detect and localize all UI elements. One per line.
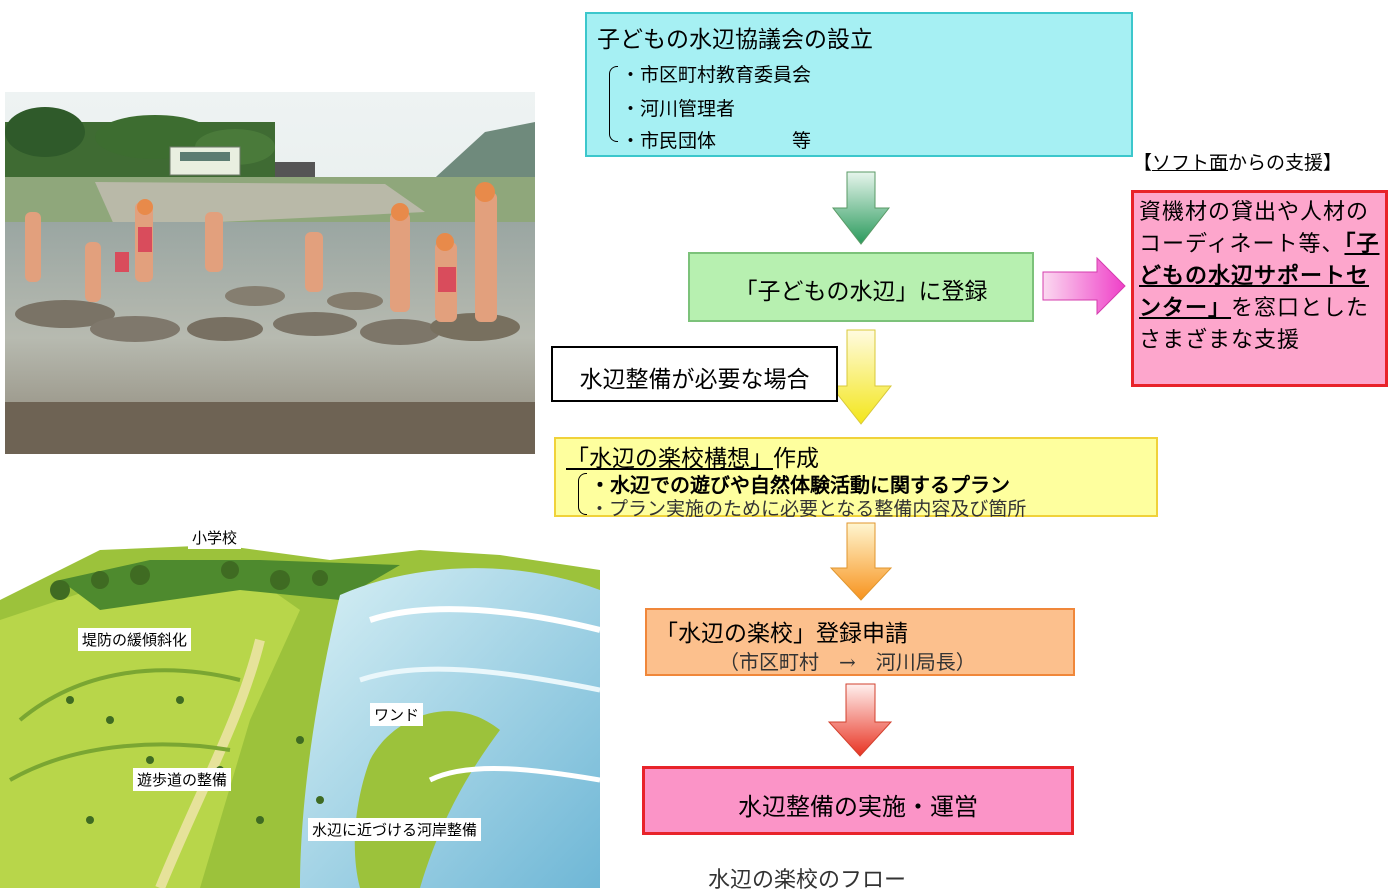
plan-item-2: ・プラン実施のために必要となる整備内容及び箇所 [590, 498, 1027, 520]
council-item-2: ・河川管理者 [621, 98, 736, 120]
plan-box: 「水辺の楽校構想」作成 ・水辺での遊びや自然体験活動に関するプラン ・プラン実施… [554, 437, 1158, 520]
support-label-rest: からの支援】 [1228, 152, 1343, 174]
support-center-link: 「子どもの水辺サポートセンター」 [1139, 232, 1380, 321]
application-title: 「水辺の楽校」登録申請 [655, 621, 908, 647]
support-label-underlined: ソフト面 [1152, 152, 1229, 174]
label-promenade: 遊歩道の整備 [133, 768, 232, 791]
plan-title-underlined: 「水辺の楽校構想」 [566, 446, 773, 472]
riverside-illustration-art [0, 520, 601, 890]
arrow-down-1 [831, 171, 891, 245]
register-box: 「子どもの水辺」に登録 [688, 252, 1034, 322]
application-sub: （市区町村 → 河川局長） [719, 650, 976, 674]
label-wando: ワンド [370, 703, 424, 726]
condition-box: 水辺整備が必要な場合 [551, 346, 838, 402]
flow-caption: 水辺の楽校のフロー [708, 868, 907, 893]
council-item-1: ・市区町村教育委員会 [621, 64, 812, 86]
council-title: 子どもの水辺協議会の設立 [597, 27, 873, 53]
arrow-down-3 [829, 522, 893, 601]
plan-bracket [578, 473, 587, 515]
support-body-a: 資機材の貸出や人材のコーディネート等、 [1139, 200, 1370, 257]
plan-title-rest: 作成 [773, 446, 819, 472]
condition-text: 水辺整備が必要な場合 [579, 367, 810, 393]
council-bracket [609, 66, 618, 142]
support-label-open: 【 [1133, 152, 1153, 174]
support-body-b: を窓口としたさまざまな支援 [1139, 296, 1370, 353]
support-body: 資機材の貸出や人材のコーディネート等、「子どもの水辺サポートセンター」を窓口とし… [1139, 197, 1381, 357]
application-box: 「水辺の楽校」登録申請 （市区町村 → 河川局長） [645, 608, 1075, 676]
label-school: 小学校 [188, 526, 242, 549]
council-box: 子どもの水辺協議会の設立 ・市区町村教育委員会 ・河川管理者 ・市民団体 等 [585, 12, 1133, 157]
label-embankment: 堤防の緩傾斜化 [78, 628, 192, 651]
arrow-right-support [1042, 256, 1126, 316]
plan-item-1: ・水辺での遊びや自然体験活動に関するプラン [590, 473, 1010, 497]
implementation-text: 水辺整備の実施・運営 [738, 793, 978, 821]
council-item-3: ・市民団体 等 [621, 130, 812, 152]
support-box: 資機材の貸出や人材のコーディネート等、「子どもの水辺サポートセンター」を窓口とし… [1131, 190, 1388, 387]
children-river-photo [5, 92, 535, 454]
label-riverbank: 水辺に近づける河岸整備 [308, 818, 482, 841]
support-label: 【ソフト面からの支援】 [1133, 148, 1342, 175]
register-text: 「子どもの水辺」に登録 [734, 279, 988, 305]
arrow-down-2 [829, 329, 893, 425]
riverside-illustration: 小学校 堤防の緩傾斜化 ワンド 遊歩道の整備 水辺に近づける河岸整備 [0, 520, 601, 890]
implementation-box: 水辺整備の実施・運営 [642, 766, 1074, 835]
plan-title: 「水辺の楽校構想」作成 [566, 439, 819, 473]
arrow-down-4 [827, 683, 893, 757]
